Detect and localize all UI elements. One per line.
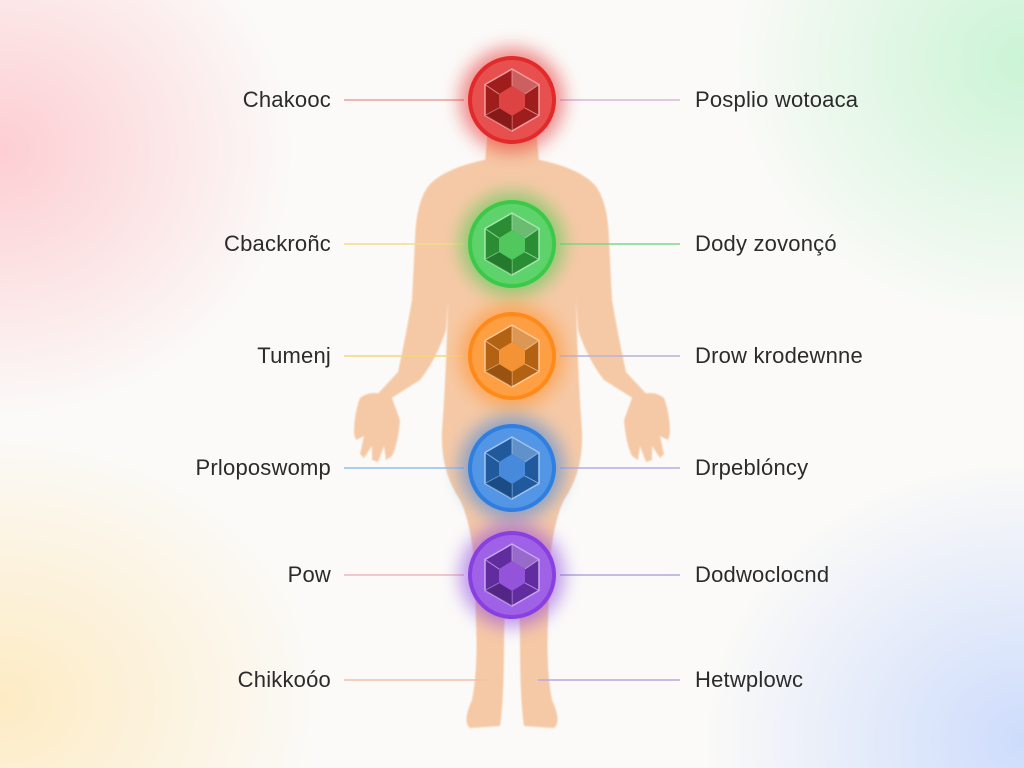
right-label: Dodwoclocnd	[695, 562, 830, 587]
orange-gem-icon	[460, 304, 564, 408]
left-label: Cbackroñc	[224, 231, 331, 256]
right-label: Hetwplowc	[695, 667, 804, 692]
red-gem-icon	[460, 48, 564, 152]
right-label: Dody zovonçó	[695, 231, 837, 256]
green-gem-icon	[460, 192, 564, 296]
left-label: Chakooc	[242, 87, 331, 112]
blue-gem-icon	[460, 416, 564, 520]
left-label: Chikkoóo	[237, 667, 331, 692]
purple-gem-icon	[460, 523, 564, 627]
left-label: Tumenj	[257, 343, 331, 368]
right-label: Drow krodewnne	[695, 343, 863, 368]
left-label: Prloposwomp	[195, 455, 331, 480]
right-label: Drpeblóncy	[695, 455, 809, 480]
right-label: Posplio wotoaca	[695, 87, 859, 112]
left-label: Pow	[287, 562, 331, 587]
